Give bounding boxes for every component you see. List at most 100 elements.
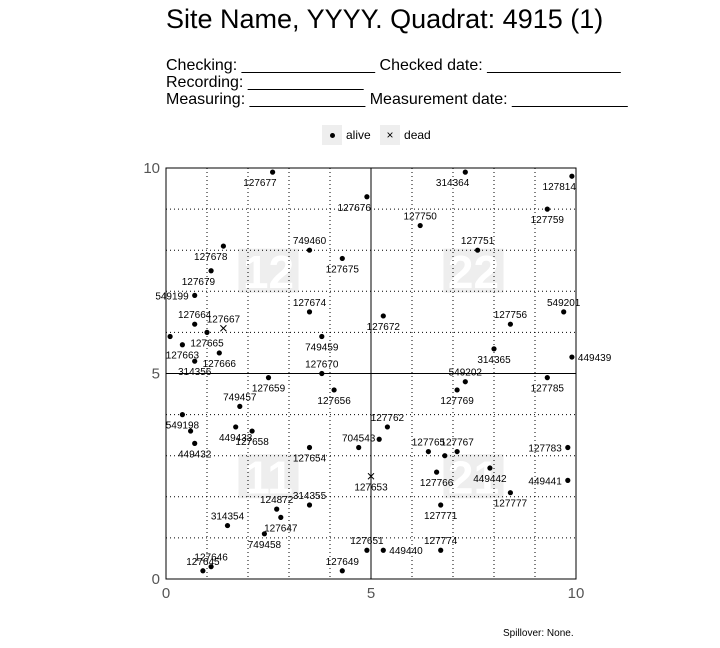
point-tag-label: 127654 [293, 453, 327, 464]
alive-point-marker [376, 436, 382, 442]
measuring-line: Measuring: _____________ Measurement dat… [166, 91, 628, 108]
point-tag-label: 449433 [219, 433, 253, 444]
point-tag-label: 549202 [449, 368, 483, 379]
spillover-note: Spillover: None. [503, 628, 574, 639]
alive-point-marker [417, 222, 423, 229]
point-tag-label: 127751 [461, 236, 495, 247]
alive-point-marker [265, 375, 272, 381]
checking-line: Checking: _______________ Checked date: … [166, 57, 621, 74]
alive-point-marker [565, 477, 571, 483]
alive-point-marker [384, 424, 390, 430]
alive-point-marker [216, 350, 222, 356]
recording-line: Recording: _____________ [166, 74, 364, 91]
point-tag-label: 127679 [182, 277, 216, 288]
alive-point-marker [462, 379, 468, 385]
legend: alive ×dead [322, 125, 437, 145]
alive-point-marker [204, 329, 210, 335]
point-tag-label: 549198 [166, 421, 200, 432]
alive-point-marker [507, 321, 513, 327]
alive-point-marker [356, 444, 362, 451]
point-tag-label: 127785 [531, 384, 565, 395]
x-tick-label: 5 [367, 585, 375, 602]
alive-point-marker [233, 424, 239, 430]
point-tag-label: 449441 [528, 476, 562, 487]
alive-point-marker [179, 342, 185, 348]
alive-point-marker [167, 333, 173, 340]
alive-symbol [322, 125, 342, 145]
point-tag-label: 704543 [342, 433, 376, 444]
alive-point-marker [454, 448, 460, 455]
dead-symbol: × [380, 125, 401, 145]
alive-point-marker [220, 243, 226, 249]
alive-point-marker [192, 292, 198, 299]
point-tag-label: 127759 [531, 215, 565, 226]
y-tick-label: 0 [152, 571, 160, 588]
point-tag-label: 314364 [436, 178, 470, 189]
alive-point-marker [237, 403, 243, 409]
point-tag-label: 127656 [317, 396, 351, 407]
point-tag-label: 127676 [338, 203, 372, 214]
point-tag-label: 127659 [252, 384, 286, 395]
point-tag-label: 127645 [186, 557, 220, 568]
y-tick-label: 5 [152, 366, 160, 383]
alive-point-marker [561, 309, 567, 315]
point-tag-label: 127665 [190, 338, 224, 349]
alive-point-marker [380, 547, 386, 553]
dead-point-marker [367, 472, 375, 480]
point-tag-label: 127649 [326, 557, 360, 568]
alive-point-marker [274, 506, 280, 512]
y-tick-label: 10 [143, 160, 160, 177]
point-tag-label: 127678 [194, 252, 228, 263]
point-tag-label: 127674 [293, 298, 327, 309]
alive-point-marker [270, 169, 276, 175]
alive-point-marker [544, 375, 550, 381]
point-tag-label: 127672 [367, 322, 401, 333]
alive-point-marker [380, 313, 386, 319]
alive-point-marker [475, 247, 481, 253]
point-tag-label: 127653 [354, 482, 388, 493]
point-tag-label: 127647 [264, 523, 298, 534]
point-tag-label: 449442 [473, 474, 507, 485]
alive-point-marker [438, 502, 444, 508]
alive-point-marker [224, 522, 231, 529]
alive-point-marker [364, 194, 370, 200]
alive-point-marker [192, 440, 198, 446]
alive-point-marker [306, 502, 313, 508]
quadrant-label: 11 [244, 451, 293, 503]
alive-point-marker [179, 412, 185, 418]
alive-point-marker [544, 206, 550, 212]
point-tag-label: 449440 [389, 546, 423, 557]
point-tag-label: 127756 [494, 310, 528, 321]
alive-point-marker [306, 247, 313, 253]
alive-point-marker [188, 428, 194, 434]
point-tag-label: 314355 [293, 491, 327, 502]
point-tag-label: 749458 [248, 540, 282, 551]
point-tag-label: 127777 [494, 499, 528, 510]
alive-point-marker [507, 490, 513, 496]
point-tag-label: 749460 [293, 236, 327, 247]
alive-point-marker [462, 169, 468, 175]
alive-point-marker [364, 547, 370, 553]
alive-point-marker [339, 255, 345, 262]
alive-point-marker [438, 547, 444, 553]
point-tag-label: 127664 [178, 310, 212, 321]
x-tick-label: 0 [162, 585, 170, 602]
alive-point-marker [434, 469, 440, 475]
point-tag-label: 127646 [194, 553, 228, 564]
quadrant-label: 21 [448, 451, 499, 503]
alive-point-marker [569, 173, 575, 179]
alive-point-marker [565, 444, 571, 451]
alive-point-marker [425, 448, 431, 455]
alive-point-marker [306, 444, 313, 451]
point-tag-label: 549201 [547, 298, 581, 309]
point-tag-label: 749459 [305, 343, 339, 354]
point-tag-label: 549199 [155, 291, 189, 302]
point-tag-label: 127677 [243, 178, 277, 189]
alive-point-marker [319, 333, 325, 340]
point-tag-label: 127783 [528, 443, 562, 454]
point-tag-label: 314354 [211, 512, 245, 523]
alive-point-marker [278, 514, 284, 520]
point-tag-label: 127750 [404, 212, 438, 223]
legend-dead-label: dead [404, 128, 431, 142]
